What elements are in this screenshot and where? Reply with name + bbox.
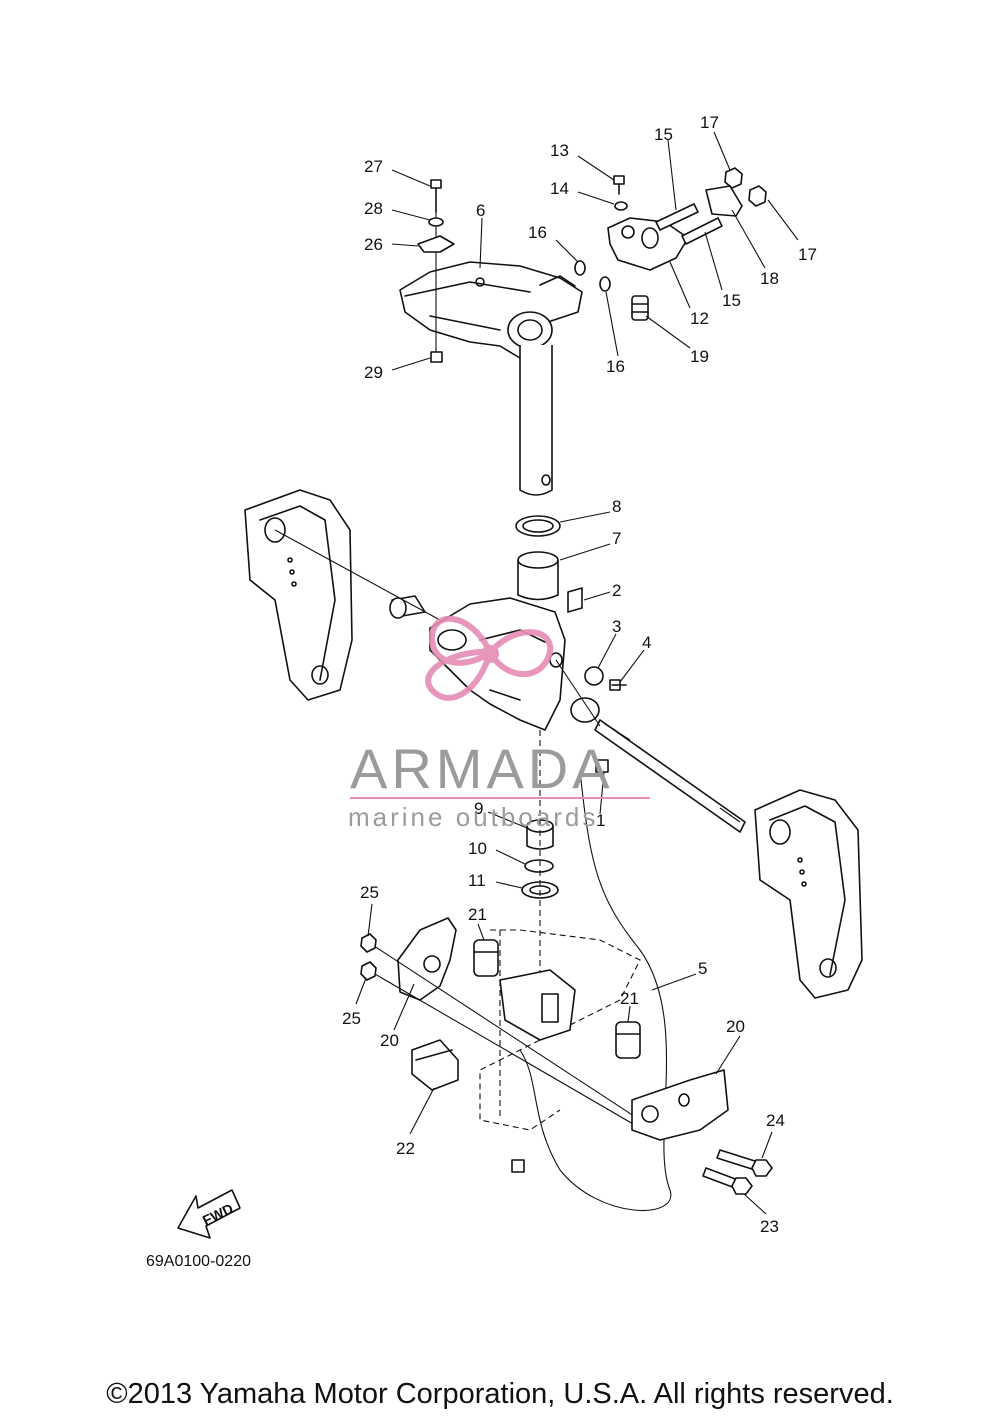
label-15-lower: 15	[722, 291, 741, 310]
label-21-lower: 21	[620, 989, 639, 1008]
label-7: 7	[612, 529, 621, 548]
bolt-13	[613, 175, 625, 195]
axis-line-mount-lower	[367, 969, 641, 1129]
bushing-7	[517, 551, 559, 601]
label-17-upper: 17	[700, 113, 719, 132]
bolt-1	[595, 759, 609, 773]
fwd-arrow-icon: FWD	[177, 1189, 241, 1239]
grease-nipple-19	[631, 295, 649, 321]
armada-watermark: ARMADA marine outboards	[348, 615, 650, 832]
bolt-23	[702, 1167, 753, 1195]
label-22: 22	[396, 1139, 415, 1158]
washer-16-lower	[599, 276, 611, 292]
bolt-24	[716, 1149, 773, 1177]
label-25-lower: 25	[342, 1009, 361, 1028]
label-28: 28	[364, 199, 383, 218]
label-3: 3	[612, 617, 621, 636]
ground-lead-5	[519, 769, 672, 1212]
ring-8	[515, 515, 561, 537]
label-4: 4	[642, 633, 651, 652]
label-6: 6	[476, 201, 485, 220]
label-15-upper: 15	[654, 125, 673, 144]
label-2: 2	[612, 581, 621, 600]
clamp-bracket-right	[754, 789, 863, 999]
label-27: 27	[364, 157, 383, 176]
label-29: 29	[364, 363, 383, 382]
label-16-lower: 16	[606, 357, 625, 376]
link-plate-18	[705, 185, 743, 217]
label-18: 18	[760, 269, 779, 288]
label-20-left: 20	[380, 1031, 399, 1050]
label-16-upper: 16	[528, 223, 547, 242]
mount-bracket-20-left	[397, 917, 457, 1001]
label-24: 24	[766, 1111, 785, 1130]
o-ring-10	[524, 859, 554, 873]
part-labels: 27 28 26 6 29 13 14 16 16 15 15 17 17 18…	[342, 113, 817, 1236]
mount-center	[499, 969, 576, 1041]
clamp-bracket-left	[244, 489, 353, 701]
watermark-name: ARMADA	[350, 737, 614, 800]
steering-bracket	[399, 261, 583, 359]
propeller-logo-icon	[425, 615, 554, 701]
nut-25-lower	[360, 961, 377, 981]
bushing-left	[389, 595, 426, 619]
label-10: 10	[468, 839, 487, 858]
small-bolt-bottom	[511, 1159, 525, 1173]
plate-26	[417, 235, 455, 253]
rubber-22	[411, 1039, 459, 1091]
tilt-tube	[594, 719, 746, 833]
bracket-12	[607, 217, 689, 271]
nut-29	[430, 351, 443, 363]
label-1: 1	[596, 811, 605, 830]
collar-3	[584, 666, 604, 686]
label-17-lower: 17	[798, 245, 817, 264]
nut-17-lower	[748, 185, 767, 207]
bolt-27	[430, 179, 442, 355]
nut-17-upper	[724, 167, 743, 189]
lower-unit-outline	[479, 929, 641, 1131]
copyright-notice: ©2013 Yamaha Motor Corporation, U.S.A. A…	[106, 1378, 894, 1410]
stud-15-upper	[655, 203, 699, 231]
label-11: 11	[468, 871, 486, 890]
label-5: 5	[698, 959, 707, 978]
label-14: 14	[550, 179, 569, 198]
label-26: 26	[364, 235, 383, 254]
washer-28	[428, 217, 444, 227]
label-21-upper: 21	[468, 905, 487, 924]
axis-line-mount-upper	[367, 941, 641, 1121]
axis-line-center	[555, 659, 601, 727]
washer-14	[614, 201, 628, 211]
rubber-mount-21-lower	[615, 1021, 641, 1059]
label-19: 19	[690, 347, 709, 366]
stud-15-lower	[681, 217, 723, 245]
label-20-right: 20	[726, 1017, 745, 1036]
label-25-upper: 25	[360, 883, 379, 902]
leader-lines	[355, 131, 799, 1215]
bolt-4	[609, 679, 627, 691]
label-9: 9	[474, 799, 483, 818]
diagram-code: 69A0100-0220	[146, 1253, 251, 1270]
nut-25-upper	[360, 933, 377, 953]
mount-bracket-20-right	[631, 1069, 729, 1141]
rubber-mount-21-upper	[473, 939, 499, 977]
plate-2	[567, 587, 583, 613]
label-8: 8	[612, 497, 621, 516]
steering-shaft	[519, 345, 553, 496]
axis-line-left	[274, 529, 441, 621]
label-23: 23	[760, 1217, 779, 1236]
watermark-subtitle: marine outboards	[348, 802, 598, 832]
washer-16-upper	[574, 260, 586, 276]
label-12: 12	[690, 309, 709, 328]
collar-right	[570, 697, 600, 723]
label-13: 13	[550, 141, 569, 160]
